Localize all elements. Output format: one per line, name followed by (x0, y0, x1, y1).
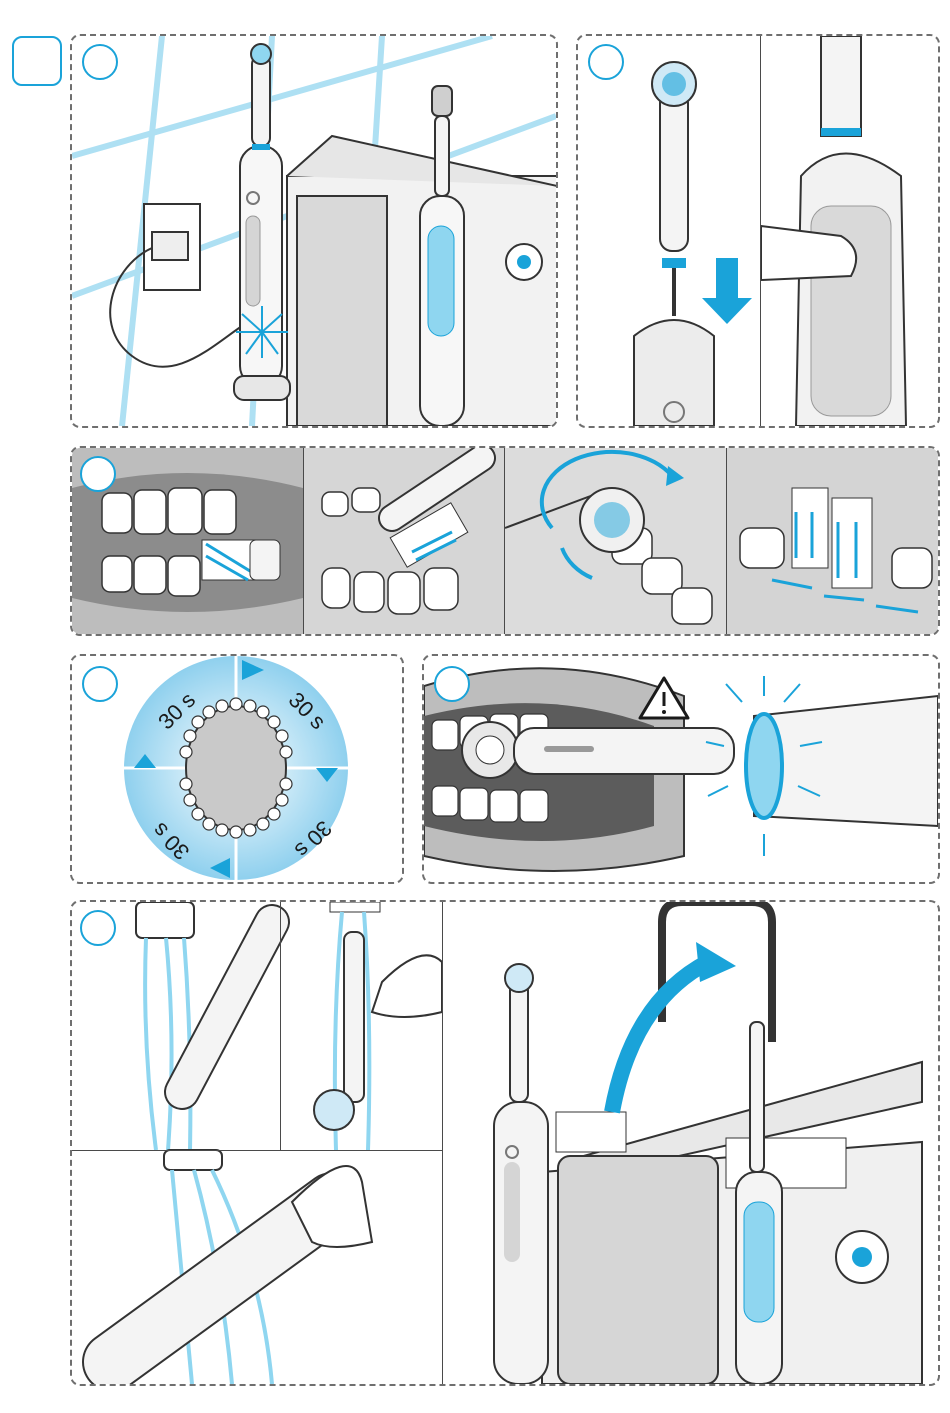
down-arrow-icon (702, 258, 752, 324)
pressure-warning-illustration (424, 656, 938, 882)
cleaning-storage-illustration (72, 902, 938, 1384)
panel-brushing-technique (70, 446, 940, 636)
step-marker-5 (434, 666, 470, 702)
charging-illustration (72, 36, 556, 426)
step-marker-2 (588, 44, 624, 80)
page-marker-square (12, 36, 62, 86)
water-cup (297, 196, 387, 426)
panel-attach-brush-head (576, 34, 940, 428)
panel-pressure-warning (422, 654, 940, 884)
panel-cleaning-storage (70, 900, 940, 1386)
quadrant-timer-diagram: 30 s 30 s 30 s 30 s (72, 656, 402, 882)
panel-charging-setup (70, 34, 558, 428)
step-marker-1 (82, 44, 118, 80)
pressure-light-ring (746, 714, 782, 818)
brushing-technique-illustration (72, 448, 938, 634)
attach-head-illustration (578, 36, 760, 426)
press-button-illustration (761, 36, 938, 426)
panel-quadrant-timer: 30 s 30 s 30 s 30 s (70, 654, 404, 884)
case-cup (558, 1156, 718, 1384)
step-marker-6 (80, 910, 116, 946)
step-marker-3 (80, 456, 116, 492)
step-marker-4 (82, 666, 118, 702)
